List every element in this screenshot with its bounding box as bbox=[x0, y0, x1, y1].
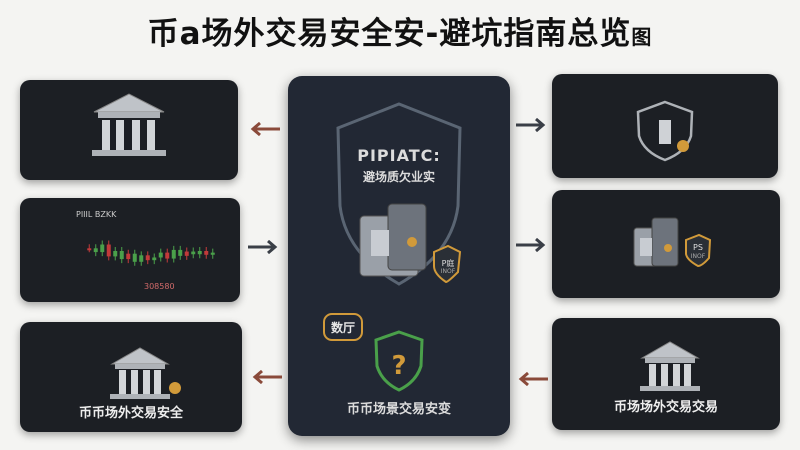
shield-bank-icon bbox=[636, 100, 694, 162]
arrow-left-icon bbox=[518, 372, 548, 386]
chart-value: 308580 bbox=[144, 282, 175, 291]
candle-body bbox=[178, 249, 183, 256]
candle-body bbox=[100, 244, 105, 253]
arrow-left-icon bbox=[252, 370, 282, 384]
arrow-right-icon bbox=[248, 240, 278, 254]
candle-body bbox=[119, 251, 124, 260]
candlestick-chart bbox=[87, 240, 215, 266]
candle-body bbox=[184, 251, 189, 256]
candle-body bbox=[191, 251, 196, 255]
candle-body bbox=[126, 253, 131, 260]
panel-left-top bbox=[20, 80, 238, 180]
candle-body bbox=[197, 251, 202, 255]
bank-icon bbox=[110, 347, 181, 399]
panel-right-middle: PS INOF bbox=[552, 190, 780, 298]
center-badge-text: P庭 bbox=[441, 259, 455, 268]
arrow-left-icon bbox=[250, 122, 280, 136]
bank-icon bbox=[92, 93, 166, 156]
candle-body bbox=[93, 248, 98, 253]
candle-body bbox=[132, 253, 137, 262]
candle-body bbox=[152, 257, 157, 261]
bank-icon bbox=[640, 341, 700, 391]
center-tag: 数厅 bbox=[330, 321, 355, 335]
candle-body bbox=[113, 251, 118, 257]
center-badge-sub: INOF bbox=[440, 268, 456, 275]
candle-body bbox=[171, 249, 176, 259]
candle-body bbox=[158, 252, 163, 258]
panel-left-bottom: 币币场外交易安全 bbox=[20, 322, 242, 432]
panel-right-top bbox=[552, 74, 778, 178]
chart-title: PIIIL BZKK bbox=[76, 210, 117, 219]
panel-right-bottom-label: 币场场外交易交易 bbox=[613, 400, 718, 415]
candle-body bbox=[106, 244, 111, 257]
right-badge-sub: INOF bbox=[690, 253, 706, 260]
page-title: 币a场外交易安全安-避坑指南总览图 bbox=[147, 16, 653, 52]
candle-body bbox=[165, 252, 170, 259]
candle-body bbox=[139, 255, 144, 262]
panel-left-bottom-label: 币币场外交易安全 bbox=[78, 406, 183, 421]
center-panel: ? PIPIATC: 避场质欠业实 P庭 INOF 数厅 币币场景交易安变 bbox=[288, 76, 510, 436]
candle-body bbox=[204, 251, 209, 255]
panel-left-chart: PIIIL BZKK 308580 bbox=[20, 198, 240, 302]
question-icon: ? bbox=[391, 351, 406, 381]
arrow-right-icon bbox=[516, 238, 546, 252]
arrow-right-icon bbox=[516, 118, 546, 132]
right-badge-text: PS bbox=[693, 243, 703, 252]
wallet-icon bbox=[633, 217, 712, 268]
candle-body bbox=[210, 252, 215, 255]
candle-body bbox=[87, 248, 92, 251]
center-label: 币币场景交易安变 bbox=[346, 402, 451, 417]
center-heading: PIPIATC: bbox=[357, 146, 441, 165]
panel-right-bottom: 币场场外交易交易 bbox=[552, 318, 780, 430]
candle-body bbox=[145, 255, 150, 261]
shield-graphic: ? bbox=[323, 102, 462, 392]
center-subheading: 避场质欠业实 bbox=[362, 170, 435, 184]
